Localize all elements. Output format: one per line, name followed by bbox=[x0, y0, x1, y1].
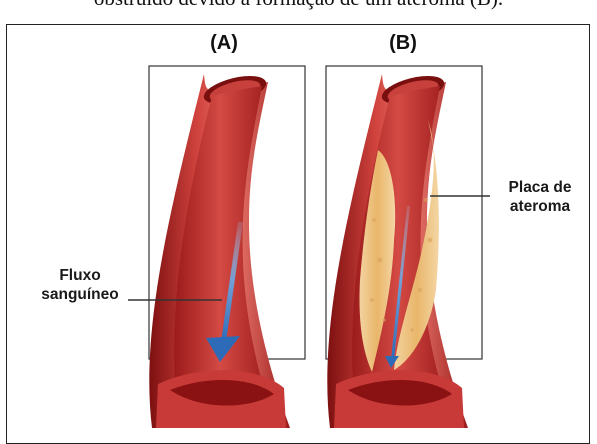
artery-illustration bbox=[0, 0, 597, 434]
blood-flow-label-line2: sanguíneo bbox=[34, 285, 126, 304]
blood-flow-label: Fluxo sanguíneo bbox=[34, 266, 126, 304]
plaque-label-line1: Placa de bbox=[492, 178, 588, 197]
blood-flow-label-line1: Fluxo bbox=[34, 266, 126, 285]
plaque-label-line2: ateroma bbox=[492, 197, 588, 216]
plaque-label: Placa de ateroma bbox=[492, 178, 588, 216]
